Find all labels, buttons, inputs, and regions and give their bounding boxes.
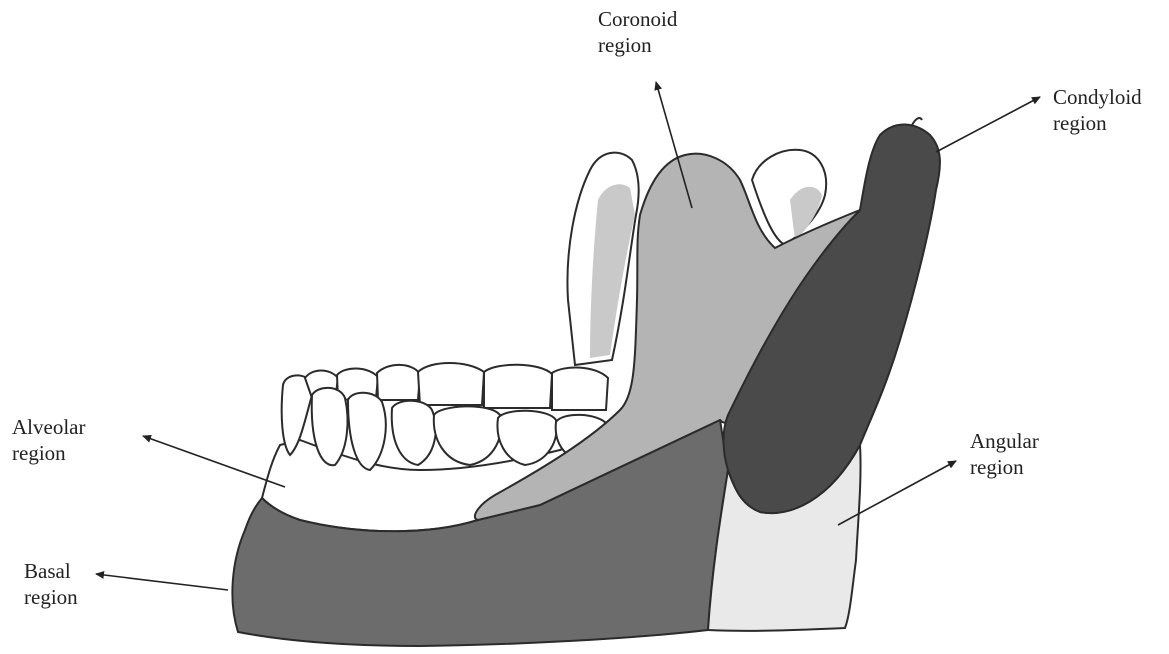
- basal-region-label: Basal region: [24, 558, 78, 610]
- condyloid-arrow: [936, 97, 1040, 152]
- alveolar-label-line2: region: [12, 440, 85, 466]
- basal-label-line2: region: [24, 584, 78, 610]
- angular-label-line2: region: [970, 454, 1039, 480]
- alveolar-label-line1: Alveolar: [12, 414, 85, 440]
- alveolar-region-label: Alveolar region: [12, 414, 85, 466]
- basal-label-line1: Basal: [24, 558, 78, 584]
- coronoid-label-line2: region: [598, 32, 677, 58]
- angular-label-line1: Angular: [970, 428, 1039, 454]
- condyloid-label-line1: Condyloid: [1053, 84, 1142, 110]
- condyloid-region-label: Condyloid region: [1053, 84, 1142, 136]
- condyloid-label-line2: region: [1053, 110, 1142, 136]
- alveolar-arrow: [143, 436, 285, 487]
- coronoid-region-label: Coronoid region: [598, 6, 677, 58]
- angular-region-label: Angular region: [970, 428, 1039, 480]
- coronoid-label-line1: Coronoid: [598, 6, 677, 32]
- basal-arrow: [96, 574, 228, 590]
